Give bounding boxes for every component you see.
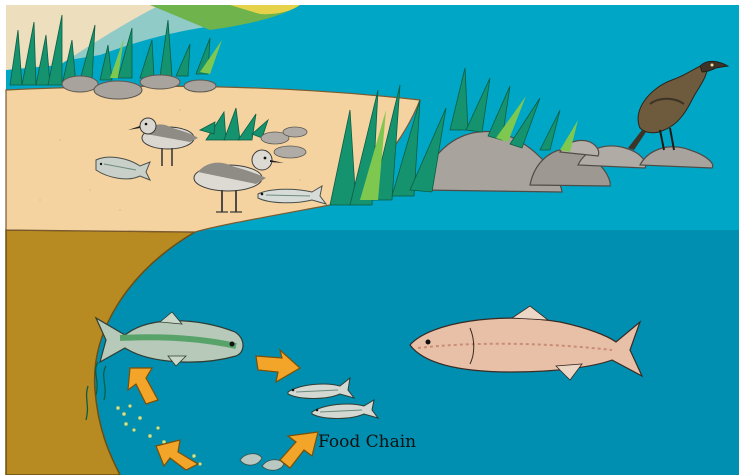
food-chain-label: Food Chain (318, 432, 416, 452)
